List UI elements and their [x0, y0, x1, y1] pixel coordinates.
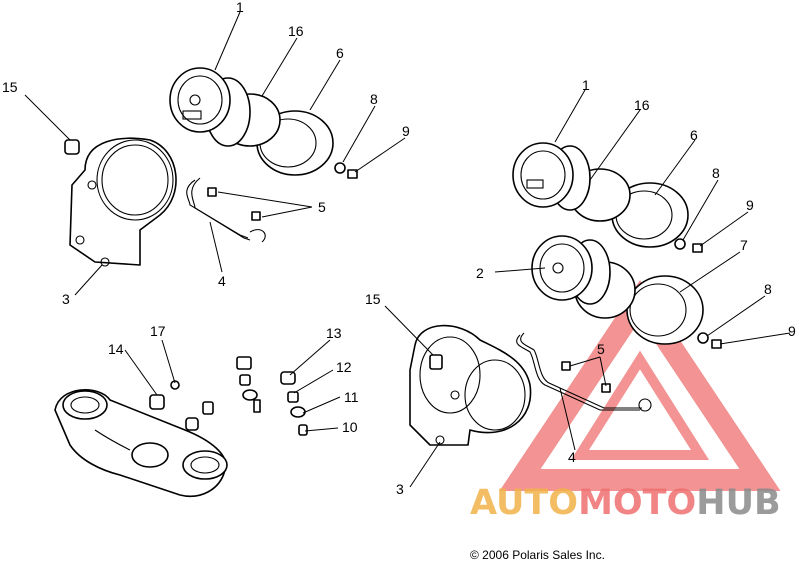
callout-9-left: 9 [402, 123, 410, 139]
callout-10: 10 [342, 419, 358, 435]
callout-6-left: 6 [336, 45, 344, 61]
watermark-hub: HUB [696, 483, 780, 523]
triple-clamp [54, 380, 228, 497]
callout-14: 14 [108, 341, 124, 357]
callout-16-left: 16 [288, 23, 304, 39]
callout-2-right: 2 [476, 265, 484, 281]
callout-17: 17 [150, 323, 166, 339]
watermark-moto: MOTO [578, 483, 696, 523]
callout-3-left: 3 [62, 291, 70, 307]
callout-16-right: 16 [634, 97, 650, 113]
right-harness [516, 332, 652, 412]
callout-15-right: 15 [365, 291, 381, 307]
left-gauge-assembly [169, 67, 358, 179]
watermark-text: AUTOMOTOHUB [470, 483, 781, 523]
callout-11: 11 [344, 389, 359, 405]
callout-5-right: 5 [597, 341, 605, 357]
watermark-auto: AUTO [470, 483, 578, 523]
right-gauge-assembly-top [512, 142, 703, 253]
callout-5-left: 5 [318, 199, 326, 215]
left-harness [186, 177, 266, 243]
callout-8-right-top: 8 [712, 165, 720, 181]
leader-lines [24, 11, 791, 488]
right-bracket [409, 324, 532, 446]
callout-1-left: 1 [236, 0, 244, 15]
copyright-notice: © 2006 Polaris Sales Inc. [470, 548, 605, 562]
callout-8-right-bottom: 8 [764, 281, 772, 297]
left-bracket [64, 137, 177, 267]
callout-15-left: 15 [2, 79, 18, 95]
callout-9-right-top: 9 [746, 197, 754, 213]
callout-labels: 1 16 6 8 9 15 5 4 3 1 16 6 8 9 2 7 8 9 1… [2, 0, 796, 497]
callout-1-right: 1 [582, 77, 590, 93]
right-gauge-assembly-bottom [531, 235, 722, 349]
callout-9-right-bottom: 9 [788, 323, 796, 339]
callout-7-right: 7 [740, 237, 748, 253]
callout-12: 12 [336, 359, 352, 375]
callout-4-right: 4 [568, 449, 576, 465]
small-hardware [236, 356, 308, 436]
callout-4-left: 4 [218, 273, 226, 289]
callout-8-left: 8 [370, 91, 378, 107]
callout-6-right: 6 [690, 127, 698, 143]
callout-13: 13 [326, 325, 342, 341]
callout-3-right: 3 [396, 481, 404, 497]
